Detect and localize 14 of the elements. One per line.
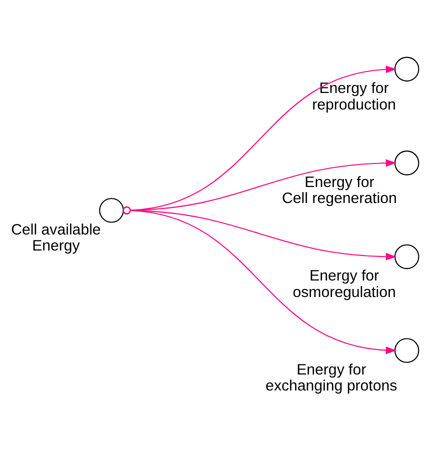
node-label: Cell available Energy	[11, 220, 101, 254]
arrow	[122, 206, 397, 260]
node-circle	[99, 197, 124, 222]
node-label: Energy for osmoregulation	[292, 267, 396, 300]
node-circle	[394, 56, 420, 82]
arrow	[122, 65, 397, 214]
node-circle	[394, 150, 420, 175]
arrow	[122, 158, 397, 214]
node-label: Energy for exchanging protons	[266, 360, 398, 394]
node-label: Energy for reproduction	[312, 80, 396, 113]
node-circle	[394, 244, 420, 269]
arrow	[122, 206, 397, 354]
node-label: Energy for Cell regeneration	[282, 173, 397, 207]
node-circle	[394, 338, 420, 362]
